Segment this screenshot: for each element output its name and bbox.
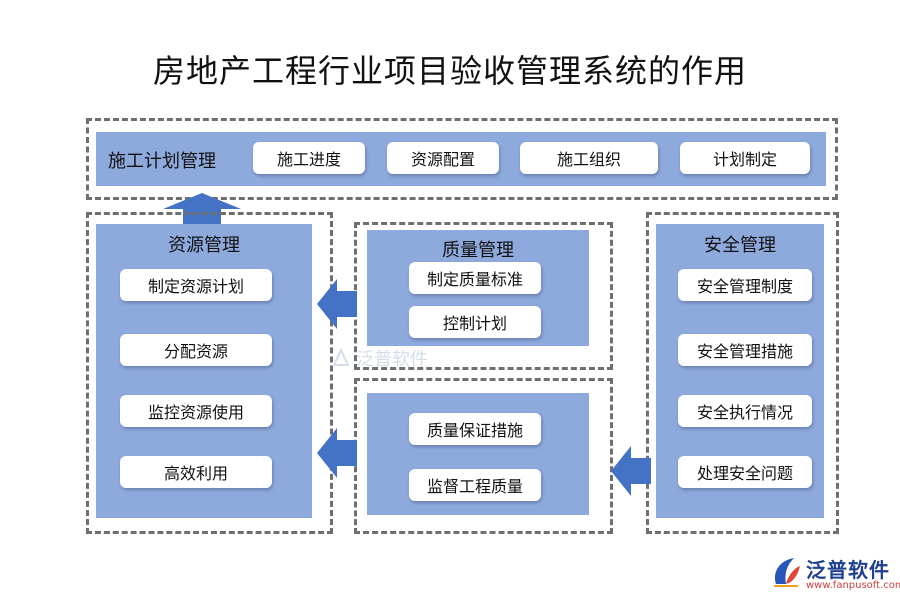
safety-item-problems: 处理安全问题: [678, 456, 812, 488]
logo-url: www.fanpusoft.com: [806, 580, 900, 591]
resource-item-allocate: 分配资源: [120, 334, 272, 366]
safety-panel: 安全管理 安全管理制度 安全管理措施 安全执行情况 处理安全问题: [656, 224, 824, 518]
watermark: 泛普软件: [330, 345, 428, 371]
top-panel-label: 施工计划管理: [108, 151, 216, 172]
resource-item-monitor: 监控资源使用: [120, 395, 272, 427]
safety-item-system: 安全管理制度: [678, 269, 812, 301]
quality-panel: 质量管理 制定质量标准 控制计划: [367, 230, 589, 346]
left-arrow-icon-safety: [611, 446, 651, 496]
safety-panel-title: 安全管理: [704, 235, 776, 256]
top-section-frame: [86, 118, 838, 200]
top-item-resource-config: 资源配置: [387, 142, 499, 174]
brand-logo: 泛普软件 www.fanpusoft.com: [770, 552, 900, 596]
quality-lower-panel: 质量保证措施 监督工程质量: [367, 393, 589, 515]
quality-item-standard: 制定质量标准: [409, 262, 541, 294]
resource-item-plan: 制定资源计划: [120, 269, 272, 301]
logo-name: 泛普软件: [806, 558, 890, 582]
quality-panel-title: 质量管理: [442, 240, 514, 261]
watermark-logo-icon: [332, 347, 350, 366]
watermark-text: 泛普软件: [356, 349, 428, 370]
resource-panel-title: 资源管理: [168, 235, 240, 256]
quality-item-assurance: 质量保证措施: [409, 413, 541, 445]
quality-item-supervise: 监督工程质量: [409, 469, 541, 501]
up-arrow-icon: [163, 193, 241, 227]
diagram-title: 房地产工程行业项目验收管理系统的作用: [152, 52, 747, 90]
fanpu-logo-icon: [774, 558, 800, 587]
left-arrow-icon-lower: [317, 428, 357, 478]
resource-section-frame: [86, 212, 333, 534]
safety-item-execution: 安全执行情况: [678, 395, 812, 427]
top-panel: 施工计划管理 施工进度 资源配置 施工组织 计划制定: [96, 132, 826, 186]
resource-panel: 资源管理 制定资源计划 分配资源 监控资源使用 高效利用: [96, 224, 312, 518]
safety-item-measures: 安全管理措施: [678, 334, 812, 366]
quality-item-control: 控制计划: [409, 306, 541, 338]
safety-section-frame: [646, 212, 839, 534]
top-item-progress: 施工进度: [253, 142, 365, 174]
left-arrow-icon-upper: [317, 279, 357, 329]
resource-item-efficient: 高效利用: [120, 456, 272, 488]
top-item-plan-making: 计划制定: [680, 142, 810, 174]
top-item-organization: 施工组织: [520, 142, 658, 174]
